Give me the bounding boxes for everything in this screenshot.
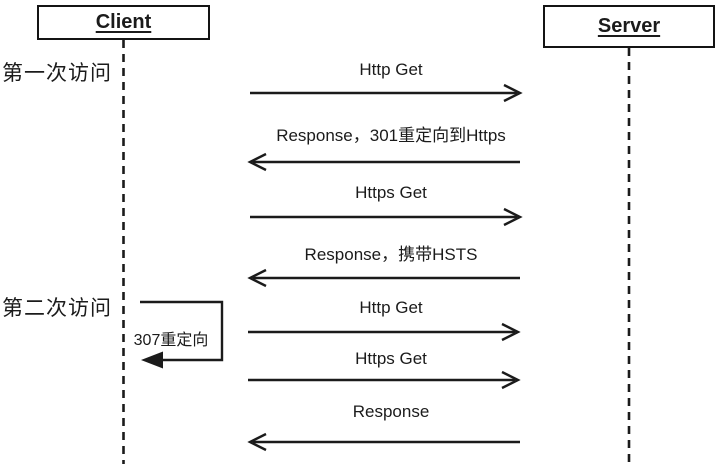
phase-second-visit-label: 第二次访问 — [2, 297, 112, 320]
arrow-http-get-1 — [250, 83, 523, 103]
message-label-https-get-1: Https Get — [355, 183, 427, 202]
actor-client: Client — [37, 5, 210, 40]
arrow-response-301 — [247, 152, 520, 172]
arrow-https-get-2 — [248, 370, 521, 390]
message-label-response-301: Response，301重定向到Https — [276, 126, 506, 145]
actor-server-label: Server — [597, 15, 661, 37]
message-label-https-get-2: Https Get — [355, 349, 427, 368]
actor-server: Server — [543, 5, 715, 48]
message-label-http-get-2: Http Get — [359, 298, 423, 317]
arrow-left-solid-icon — [141, 351, 163, 369]
arrow-https-get-1 — [250, 207, 523, 227]
self-message-307-label: 307重定向 — [133, 332, 209, 349]
arrow-right-icon — [503, 83, 523, 103]
arrow-right-icon — [503, 207, 523, 227]
arrow-response-final — [247, 432, 520, 452]
phase-first-visit-label: 第一次访问 — [2, 62, 112, 85]
arrow-right-icon — [501, 322, 521, 342]
arrow-right-icon — [501, 370, 521, 390]
message-label-http-get-1: Http Get — [359, 60, 423, 79]
arrow-left-icon — [247, 268, 267, 288]
arrow-http-get-2 — [248, 322, 521, 342]
arrow-left-icon — [247, 432, 267, 452]
actor-client-label: Client — [95, 11, 152, 33]
arrow-response-hsts — [247, 268, 520, 288]
message-label-response-final: Response — [352, 402, 430, 421]
message-label-response-hsts: Response，携带HSTS — [304, 245, 478, 264]
self-message-loop — [140, 300, 224, 369]
arrow-left-icon — [247, 152, 267, 172]
